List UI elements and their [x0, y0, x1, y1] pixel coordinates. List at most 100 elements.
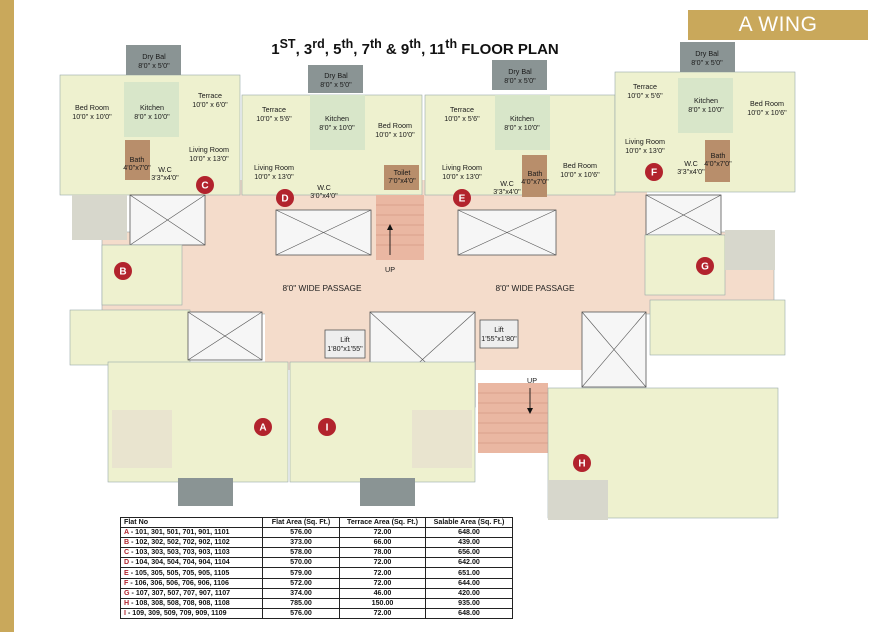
kitchen-e-dim: 8'0" x 10'0": [504, 123, 540, 132]
svg-text:D: D: [281, 194, 288, 205]
bath-e-dim: 4'0"x7'0": [521, 177, 549, 186]
stair-top: [376, 195, 424, 260]
living-d-label: Living Room: [254, 163, 294, 172]
kitchen-c-block: [124, 82, 179, 137]
wc-f-dim: 3'3"x4'0": [677, 167, 705, 176]
svg-text:I: I: [326, 423, 329, 434]
flat-marker-h: H: [573, 454, 591, 472]
flat-marker-e: E: [453, 189, 471, 207]
flat-marker-a: A: [254, 418, 272, 436]
kitchen-e-block: [495, 95, 550, 150]
toilet-label: Toilet: [394, 168, 411, 177]
bed-c-label: Bed Room: [75, 103, 109, 112]
lift-1-label: Lift: [340, 335, 350, 344]
kitchen-c-dim: 8'0" x 10'0": [134, 112, 170, 121]
col-flat-no: Flat No: [120, 516, 263, 529]
col-salable-area: Salable Area (Sq. Ft.): [425, 516, 513, 529]
terrace-i: [360, 478, 415, 506]
dry-bal-4-dim: 8'0" x 5'0": [691, 58, 723, 67]
wc-e-dim: 3'3"x4'0": [493, 187, 521, 196]
terrace-b: [72, 195, 127, 240]
living-e-label: Living Room: [442, 163, 482, 172]
bed-d-dim: 10'0" x 10'0": [375, 130, 415, 139]
bath-f-label: Bath: [711, 151, 726, 160]
bed-e-dim: 10'0" x 10'6": [560, 170, 600, 179]
svg-text:F: F: [651, 168, 657, 179]
terrace-d-label: Terrace: [262, 105, 286, 114]
bed-c-dim: 10'0" x 10'0": [72, 112, 112, 121]
flat-b-lower: [69, 309, 191, 366]
terrace-c-dim: 10'0" x 6'0": [192, 100, 228, 109]
kitchen-e-label: Kitchen: [510, 114, 534, 123]
wing-badge: A WING: [688, 10, 868, 40]
toilet-dim: 7'0"x4'0": [388, 176, 416, 185]
lift-1-dim: 1'80"x1'55": [327, 344, 363, 353]
svg-text:H: H: [578, 459, 585, 470]
wc-d-dim: 3'0"x4'0": [310, 191, 338, 200]
living-c-label: Living Room: [189, 145, 229, 154]
terrace-f-label: Terrace: [633, 82, 657, 91]
dry-bal-2: [308, 65, 363, 93]
lift-2-box: [479, 319, 519, 349]
kitchen-d-block: [310, 95, 365, 150]
wc-c-label: W.C: [158, 165, 172, 174]
dry-bal-3-dim: 8'0" x 5'0": [504, 76, 536, 85]
side-accent-strip: [0, 0, 14, 632]
dry-bal-1: [126, 45, 181, 75]
table-header-row: Flat No Flat Area (Sq. Ft.) Terrace Area…: [120, 516, 513, 529]
wc-d-label: W.C: [317, 183, 331, 192]
svg-text:G: G: [701, 262, 709, 273]
bed-a-block: [112, 410, 172, 468]
flat-b-area: [101, 244, 183, 306]
flat-marker-d: D: [276, 189, 294, 207]
dry-bal-3: [492, 60, 547, 90]
svg-text:B: B: [119, 267, 126, 278]
lift-2-dim: 1'55"x1'80": [481, 334, 517, 343]
flat-marker-g: G: [696, 257, 714, 275]
stair-lower: [478, 383, 548, 453]
dry-bal-2-dim: 8'0" x 5'0": [320, 80, 352, 89]
flat-marker-c: C: [196, 176, 214, 194]
bath-e-block: [522, 155, 547, 197]
dry-bal-2-label: Dry Bal: [324, 71, 348, 80]
bath-c-label: Bath: [130, 155, 145, 164]
living-c-dim: 10'0" x 13'0": [189, 154, 229, 163]
terrace-h: [548, 480, 608, 520]
flat-g-lower: [649, 299, 786, 356]
bath-c-block: [125, 140, 150, 180]
lift-2-label: Lift: [494, 325, 504, 334]
lift-1-box: [324, 329, 366, 359]
passage-right-label: 8'0" WIDE PASSAGE: [495, 283, 575, 293]
terrace-d-dim: 10'0" x 5'6": [256, 114, 292, 123]
terrace-a: [178, 478, 233, 506]
flat-marker-f: F: [645, 163, 663, 181]
bed-e-label: Bed Room: [563, 161, 597, 170]
living-e-dim: 10'0" x 13'0": [442, 172, 482, 181]
area-table: Flat No Flat Area (Sq. Ft.) Terrace Area…: [120, 516, 513, 619]
kitchen-f-dim: 8'0" x 10'0": [688, 105, 724, 114]
bed-i-block: [412, 410, 472, 468]
plan-title: 1ST, 3rd, 5th, 7th & 9th, 11th FLOOR PLA…: [271, 37, 559, 58]
living-f-dim: 10'0" x 13'0": [625, 146, 665, 155]
living-f-label: Living Room: [625, 137, 665, 146]
terrace-f-dim: 10'0" x 5'6": [627, 91, 663, 100]
svg-text:C: C: [201, 181, 208, 192]
up-label-lower: UP: [527, 376, 537, 385]
col-flat-area: Flat Area (Sq. Ft.): [262, 516, 340, 529]
flat-marker-b: B: [114, 262, 132, 280]
terrace-e-label: Terrace: [450, 105, 474, 114]
kitchen-c-label: Kitchen: [140, 103, 164, 112]
wc-f-label: W.C: [684, 159, 698, 168]
terrace-c-label: Terrace: [198, 91, 222, 100]
wc-e-label: W.C: [500, 179, 514, 188]
toilet-block: [384, 165, 419, 190]
bed-f-dim: 10'0" x 10'6": [747, 108, 787, 117]
terrace-e-dim: 10'0" x 5'6": [444, 114, 480, 123]
